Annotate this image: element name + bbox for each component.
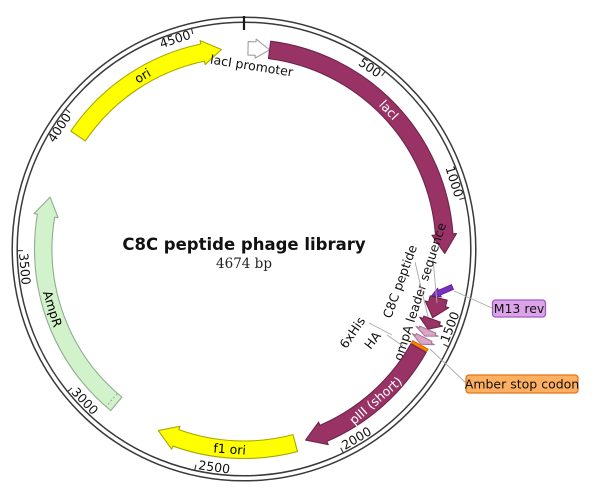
feature-shape-ampr[interactable]	[33, 196, 123, 412]
callout-label-amber-stop-codon: Amber stop codon	[465, 376, 579, 391]
tick-mark	[194, 464, 197, 471]
plasmid-length: 4674 bp	[216, 256, 272, 272]
tick-1500: 1500	[437, 309, 462, 348]
plasmid-title: C8C peptide phage library	[122, 235, 366, 254]
leader-line-ha	[386, 334, 404, 347]
feature-ampr[interactable]: AmpR	[33, 196, 123, 412]
feature-label-piii-short: pIII (short)	[346, 373, 405, 427]
callout-box-amber-stop-codon[interactable]	[465, 374, 579, 394]
tick-mark	[443, 343, 450, 348]
tick-3500: 3500	[16, 250, 34, 286]
feature-label-f1-ori: f1 ori	[213, 440, 247, 457]
callout-box-m13-rev[interactable]	[491, 299, 547, 318]
tick-mark	[67, 387, 73, 393]
callout-label-m13-rev: M13 rev	[494, 301, 545, 316]
tick-label-2500: 2500	[197, 457, 231, 476]
tick-mark	[190, 28, 194, 35]
feature-f1-ori[interactable]: f1 ori	[157, 425, 299, 460]
leader-line-c8c-peptide	[414, 261, 429, 318]
primer-arrow-m13-rev[interactable]	[430, 284, 455, 298]
leader-line-ompa-leader-sequence	[432, 258, 438, 304]
leader-line-6xhis	[368, 322, 393, 336]
tick-mark	[381, 71, 386, 77]
tick-2500: 2500	[194, 457, 231, 477]
leader-line-amber-stop-codon	[429, 348, 467, 384]
feature-shape-ompa-leader-sequence[interactable]	[424, 295, 450, 319]
feature-label-ha: HA	[361, 328, 384, 352]
feature-laci[interactable]: lacI	[267, 40, 457, 254]
feature-shape-c8c-peptide[interactable]	[419, 315, 444, 330]
plasmid-backbone	[11, 16, 477, 482]
leader-line-m13-rev	[453, 290, 493, 309]
tick-label-4000: 4000	[44, 110, 74, 145]
tick-label-3500: 3500	[16, 252, 34, 285]
tick-4000: 4000	[44, 108, 74, 145]
feature-shape-ha[interactable]	[411, 333, 435, 346]
feature-amber-stop-codon[interactable]: Amber stop codon	[410, 340, 579, 394]
tick-mark	[459, 197, 466, 200]
tick-mark	[64, 108, 71, 114]
feature-shape-amber-stop-codon[interactable]	[410, 340, 429, 353]
feature-shape-ori[interactable]	[70, 40, 222, 142]
feature-shape-piii-short[interactable]	[305, 343, 427, 446]
feature-divider	[105, 393, 118, 407]
feature-label-ori: ori	[132, 65, 154, 86]
feature-shape-f1-ori[interactable]	[157, 425, 299, 460]
tick-mark	[340, 447, 344, 454]
feature-ori[interactable]: ori	[70, 40, 222, 142]
feature-shape-laci[interactable]	[267, 40, 457, 254]
feature-shape-laci-promoter[interactable]	[247, 38, 271, 59]
feature-shape-6xhis[interactable]	[415, 325, 439, 337]
